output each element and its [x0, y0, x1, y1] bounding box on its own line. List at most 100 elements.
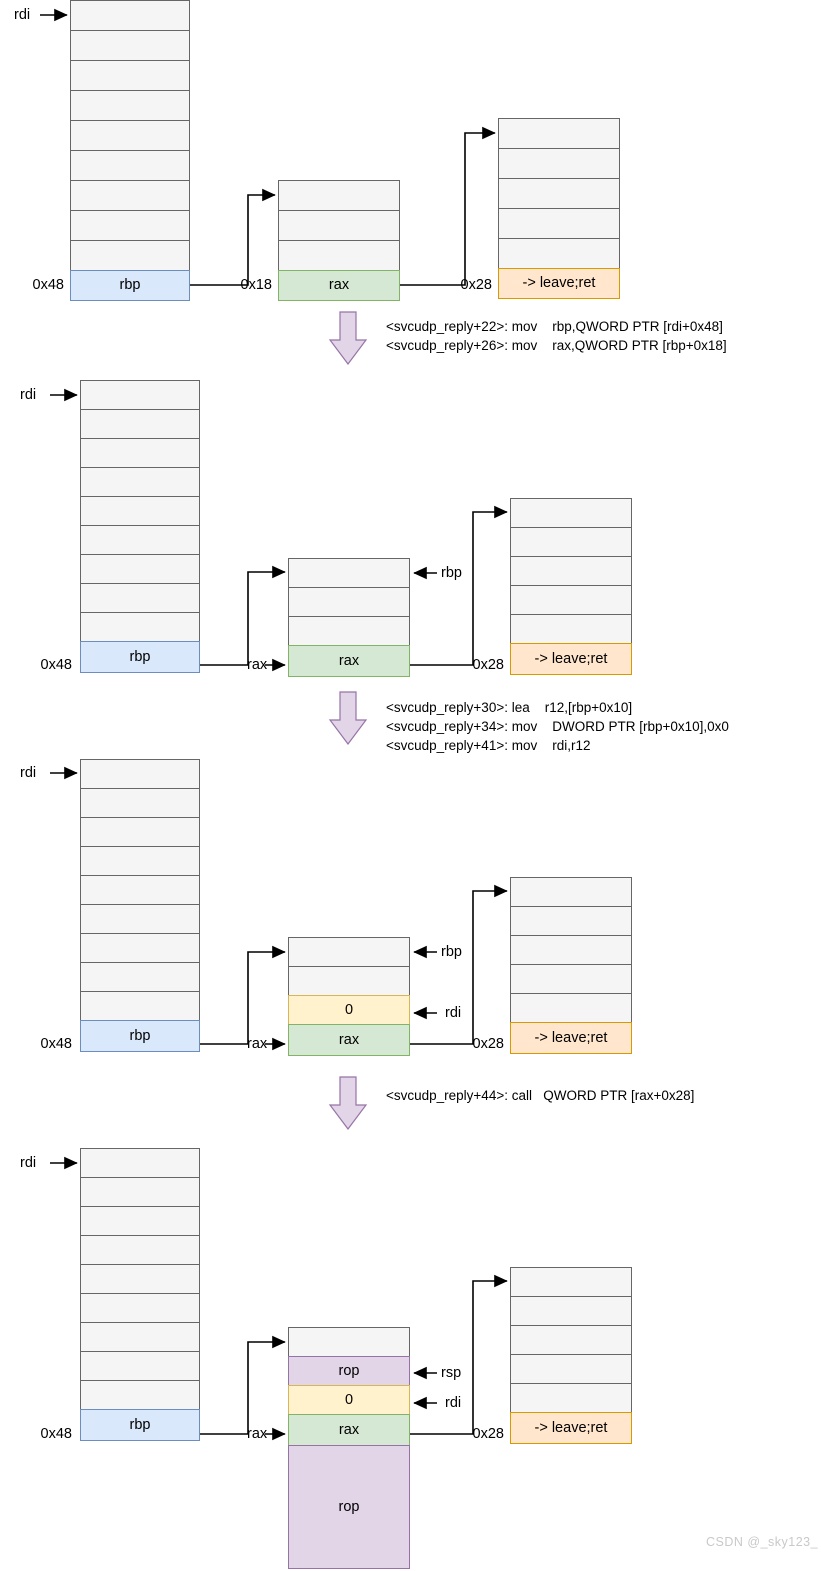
stack-cell [80, 1177, 200, 1207]
instruction-line-p1-2: <svcudp_reply+26>: mov rax,QWORD PTR [rb… [386, 338, 727, 353]
instruction-line-p3-1: <svcudp_reply+44>: call QWORD PTR [rax+0… [386, 1088, 695, 1103]
stack-cell [80, 1351, 200, 1381]
stack-cell [80, 991, 200, 1021]
offset-label-0x28-p1: 0x28 [460, 277, 492, 293]
connector-rbp-to-rax-p3 [200, 945, 286, 1045]
stack-cell [80, 846, 200, 876]
stack-cell [80, 525, 200, 555]
stack-cell [510, 585, 632, 615]
stack-cell [288, 1327, 410, 1357]
stack-cell [80, 933, 200, 963]
register-label-rax-p3: rax [247, 1036, 268, 1052]
stack-cell [80, 496, 200, 526]
stack-cell-rbp: rbp [80, 1020, 200, 1052]
p3-right-stack: -> leave;ret [510, 877, 632, 1054]
stack-cell [498, 178, 620, 209]
stack-cell [510, 906, 632, 936]
register-label-rax-p4: rax [247, 1426, 268, 1442]
p4-left-stack: rbp [80, 1148, 200, 1441]
register-label-rdi-p3: rdi [20, 765, 37, 781]
stack-cell [80, 904, 200, 934]
p2-right-stack: -> leave;ret [510, 498, 632, 675]
register-label-rdi-p4: rdi [20, 1155, 37, 1171]
stack-cell [288, 937, 410, 967]
register-label-rdi-mid-p4: rdi [445, 1395, 462, 1411]
stack-cell [80, 1380, 200, 1410]
stack-cell [80, 1293, 200, 1323]
stack-cell [510, 1296, 632, 1326]
stack-cell [510, 1354, 632, 1384]
stack-cell [510, 1267, 632, 1297]
stack-cell [510, 556, 632, 586]
connector-rax-to-ret-p3 [410, 884, 508, 1045]
register-label-rbp-p3: rbp [441, 944, 462, 960]
p2-middle-stack: rax [288, 558, 410, 677]
stack-cell [80, 612, 200, 642]
stack-cell [80, 1206, 200, 1236]
stack-cell-rop: rop [288, 1356, 410, 1386]
stack-cell [278, 180, 400, 211]
stack-cell [80, 1148, 200, 1178]
p1-middle-stack: rax [278, 180, 400, 301]
stack-cell [498, 208, 620, 239]
stack-cell [80, 1235, 200, 1265]
stack-cell [80, 759, 200, 789]
stack-cell [288, 616, 410, 646]
step-arrow-1 [328, 311, 368, 365]
stack-cell-rbp: rbp [80, 641, 200, 673]
stack-cell [278, 240, 400, 271]
p4-right-stack: -> leave;ret [510, 1267, 632, 1444]
stack-cell [288, 587, 410, 617]
connector-rax-to-ret-p4 [410, 1274, 508, 1435]
stack-cell [510, 877, 632, 907]
step-arrow-3 [328, 1076, 368, 1130]
offset-label-0x48-p3: 0x48 [40, 1036, 72, 1052]
stack-cell [70, 120, 190, 151]
offset-label-0x28-p2: 0x28 [472, 657, 504, 673]
instruction-line-p2-1: <svcudp_reply+30>: lea r12,[rbp+0x10] [386, 700, 633, 715]
stack-cell-rbp: rbp [70, 270, 190, 301]
stack-cell [80, 875, 200, 905]
stack-cell-leave-ret: -> leave;ret [510, 643, 632, 675]
stack-cell [70, 210, 190, 241]
offset-label-0x48-p2: 0x48 [40, 657, 72, 673]
offset-label-0x48-p1: 0x48 [32, 277, 64, 293]
connector-rbp-to-rax-p2 [200, 565, 286, 666]
stack-cell-rax: rax [288, 645, 410, 677]
stack-cell-rbp: rbp [80, 1409, 200, 1441]
register-label-rax-p2: rax [247, 657, 268, 673]
p1-right-stack: -> leave;ret [498, 118, 620, 299]
connector-rbp-to-rax-p1 [190, 188, 276, 286]
stack-cell [80, 380, 200, 410]
stack-cell [80, 467, 200, 497]
stack-cell [510, 614, 632, 644]
stack-cell [70, 30, 190, 61]
stack-cell [80, 1322, 200, 1352]
stack-cell [510, 527, 632, 557]
offset-label-0x28-p3: 0x28 [472, 1036, 504, 1052]
stack-cell-leave-ret: -> leave;ret [498, 268, 620, 299]
p4-middle-stack: rop 0 rax rop [288, 1327, 410, 1569]
stack-cell-leave-ret: -> leave;ret [510, 1022, 632, 1054]
offset-label-0x18-p1: 0x18 [240, 277, 272, 293]
stack-cell [70, 90, 190, 121]
stack-cell [510, 1325, 632, 1355]
register-label-rdi-p2: rdi [20, 387, 37, 403]
step-arrow-2 [328, 691, 368, 745]
stack-cell [510, 993, 632, 1023]
p1-left-stack: rbp [70, 0, 190, 301]
connector-rax-to-ret-p1 [400, 126, 496, 286]
stack-cell [70, 240, 190, 271]
stack-cell [80, 788, 200, 818]
stack-cell-rop-tail: rop [288, 1445, 410, 1569]
stack-cell [498, 238, 620, 269]
stack-cell [510, 964, 632, 994]
stack-cell [288, 966, 410, 996]
stack-cell [70, 0, 190, 31]
stack-cell-zero: 0 [288, 1385, 410, 1415]
stack-cell [80, 554, 200, 584]
stack-cell [80, 817, 200, 847]
stack-cell-rax: rax [278, 270, 400, 301]
connector-rbp-to-rax-p4 [200, 1335, 286, 1435]
